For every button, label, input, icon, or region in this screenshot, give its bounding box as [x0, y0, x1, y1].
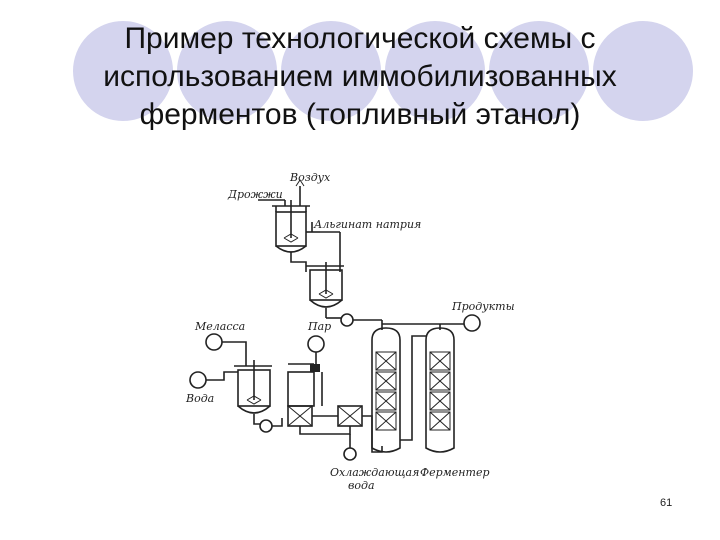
label-steam: Пар — [307, 320, 331, 333]
sterilizer-column — [287, 371, 315, 407]
decor-circle-3 — [280, 20, 382, 122]
label-cooling-water-line-1: Охлаждающая — [330, 466, 419, 479]
title-line-3: ферментов (топливный этанол) — [139, 98, 581, 131]
water-gauge-icon — [189, 371, 207, 389]
heat-exchanger-1 — [287, 405, 313, 427]
slide-title: Пример технологической схемы с использов… — [60, 20, 660, 134]
decor-circle-4 — [384, 20, 486, 122]
page-number: 61 — [660, 497, 673, 509]
label-yeast: Дрожжи — [227, 188, 283, 201]
label-fermenter: Ферментер — [420, 466, 490, 479]
pump-icon-2 — [259, 419, 273, 433]
molasses-vessel — [234, 360, 272, 414]
decor-circle-6 — [592, 20, 694, 122]
heat-exchanger-2 — [337, 405, 363, 427]
label-cooling-water-line-2: вода — [348, 479, 375, 492]
fermenter-column-1 — [371, 327, 401, 453]
pump-icon-1 — [340, 313, 354, 327]
decor-circle-2 — [176, 20, 278, 122]
label-alginate: Альгинат натрия — [313, 218, 421, 231]
fermenter-column-2 — [425, 327, 455, 453]
label-air: Воздух — [289, 171, 331, 184]
label-molasses: Меласса — [194, 320, 245, 333]
label-water: Вода — [185, 392, 214, 405]
decor-circle-1 — [72, 20, 174, 122]
steam-gauge-icon — [307, 335, 325, 353]
cooling-water-gauge-icon — [343, 447, 357, 461]
label-products: Продукты — [451, 300, 515, 313]
water-line — [206, 371, 238, 381]
molasses-line — [222, 341, 247, 366]
title-line-1: Пример технологической схемы с — [124, 22, 596, 55]
top-mixing-vessel — [272, 200, 310, 253]
immobilization-vessel — [306, 262, 344, 308]
decor-circle-5 — [488, 20, 590, 122]
products-gauge-icon — [463, 314, 481, 332]
molasses-gauge-icon — [205, 333, 223, 351]
title-line-2: использованием иммобилизованных — [103, 60, 617, 93]
